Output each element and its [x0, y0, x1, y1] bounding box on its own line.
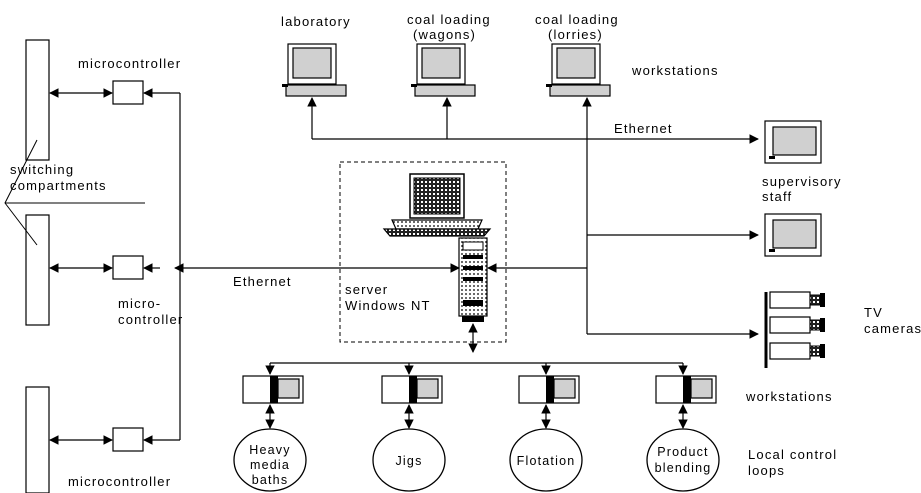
label-ethernet-top: Ethernet [614, 121, 673, 136]
label-coal-wagons-2: (wagons) [413, 27, 476, 42]
bottom-bus [265, 323, 688, 375]
loop-links [265, 404, 688, 429]
switching-compartment-2 [25, 214, 50, 326]
bottom-workstation-3 [518, 375, 580, 404]
label-jigs: Jigs [395, 454, 422, 468]
label-tv: TV [864, 305, 883, 320]
label-supervisory-2: staff [762, 189, 792, 204]
label-product: Product [657, 445, 708, 459]
supervisory-monitor-1 [764, 120, 822, 164]
switching-compartment-3 [25, 386, 50, 493]
label-microcontroller-bottom: microcontroller [68, 474, 171, 489]
tv-camera-1-icon [769, 291, 825, 309]
loop-jigs [372, 428, 446, 492]
workstation-coal-wagons [411, 43, 476, 97]
supervisory-monitor-2 [764, 213, 822, 257]
microcontroller-2 [112, 255, 144, 280]
loop-heavy-media-baths [233, 428, 307, 492]
microcontroller-1 [112, 80, 144, 105]
label-workstations-bottom: workstations [745, 389, 833, 404]
workstation-laboratory [282, 43, 347, 97]
label-switching: switching [10, 162, 74, 177]
microcontroller-3 [112, 427, 144, 452]
label-flotation: Flotation [517, 454, 576, 468]
left-links [49, 88, 181, 445]
label-controller: controller [118, 312, 183, 327]
label-ethernet-left: Ethernet [233, 274, 292, 289]
label-media: media [250, 458, 290, 472]
ethernet-bus-top [307, 97, 759, 339]
bottom-workstation-1 [242, 375, 304, 404]
tv-camera-2-icon [769, 316, 825, 334]
bottom-workstation-2 [381, 375, 443, 404]
server-boundary [339, 161, 507, 343]
label-loops: loops [748, 463, 785, 478]
label-compartments: compartments [10, 178, 107, 193]
label-local-control: Local control [748, 447, 837, 462]
label-heavy: Heavy [249, 443, 290, 457]
server-computer-icon [382, 173, 492, 322]
label-windows-nt: Windows NT [345, 298, 431, 313]
label-cameras: cameras [864, 321, 921, 336]
bottom-workstation-4 [655, 375, 717, 404]
label-micro: micro- [118, 296, 161, 311]
label-laboratory: laboratory [281, 14, 351, 29]
loop-flotation [509, 428, 583, 492]
label-supervisory-1: supervisory [762, 174, 842, 189]
label-coal-lorries-2: (lorries) [548, 27, 603, 42]
loop-product-blending [646, 428, 720, 492]
switching-compartment-1 [25, 39, 50, 161]
label-microcontroller-top: microcontroller [78, 56, 181, 71]
label-coal-lorries-1: coal loading [535, 12, 619, 27]
switching-pointer-lines [4, 139, 145, 246]
tv-camera-3-icon [769, 342, 825, 360]
label-coal-wagons-1: coal loading [407, 12, 491, 27]
label-workstations-top: workstations [631, 63, 719, 78]
workstation-coal-lorries [546, 43, 611, 97]
tv-cameras [764, 291, 825, 368]
label-baths: baths [252, 473, 289, 487]
label-blending: blending [655, 461, 712, 475]
label-server: server [345, 282, 388, 297]
